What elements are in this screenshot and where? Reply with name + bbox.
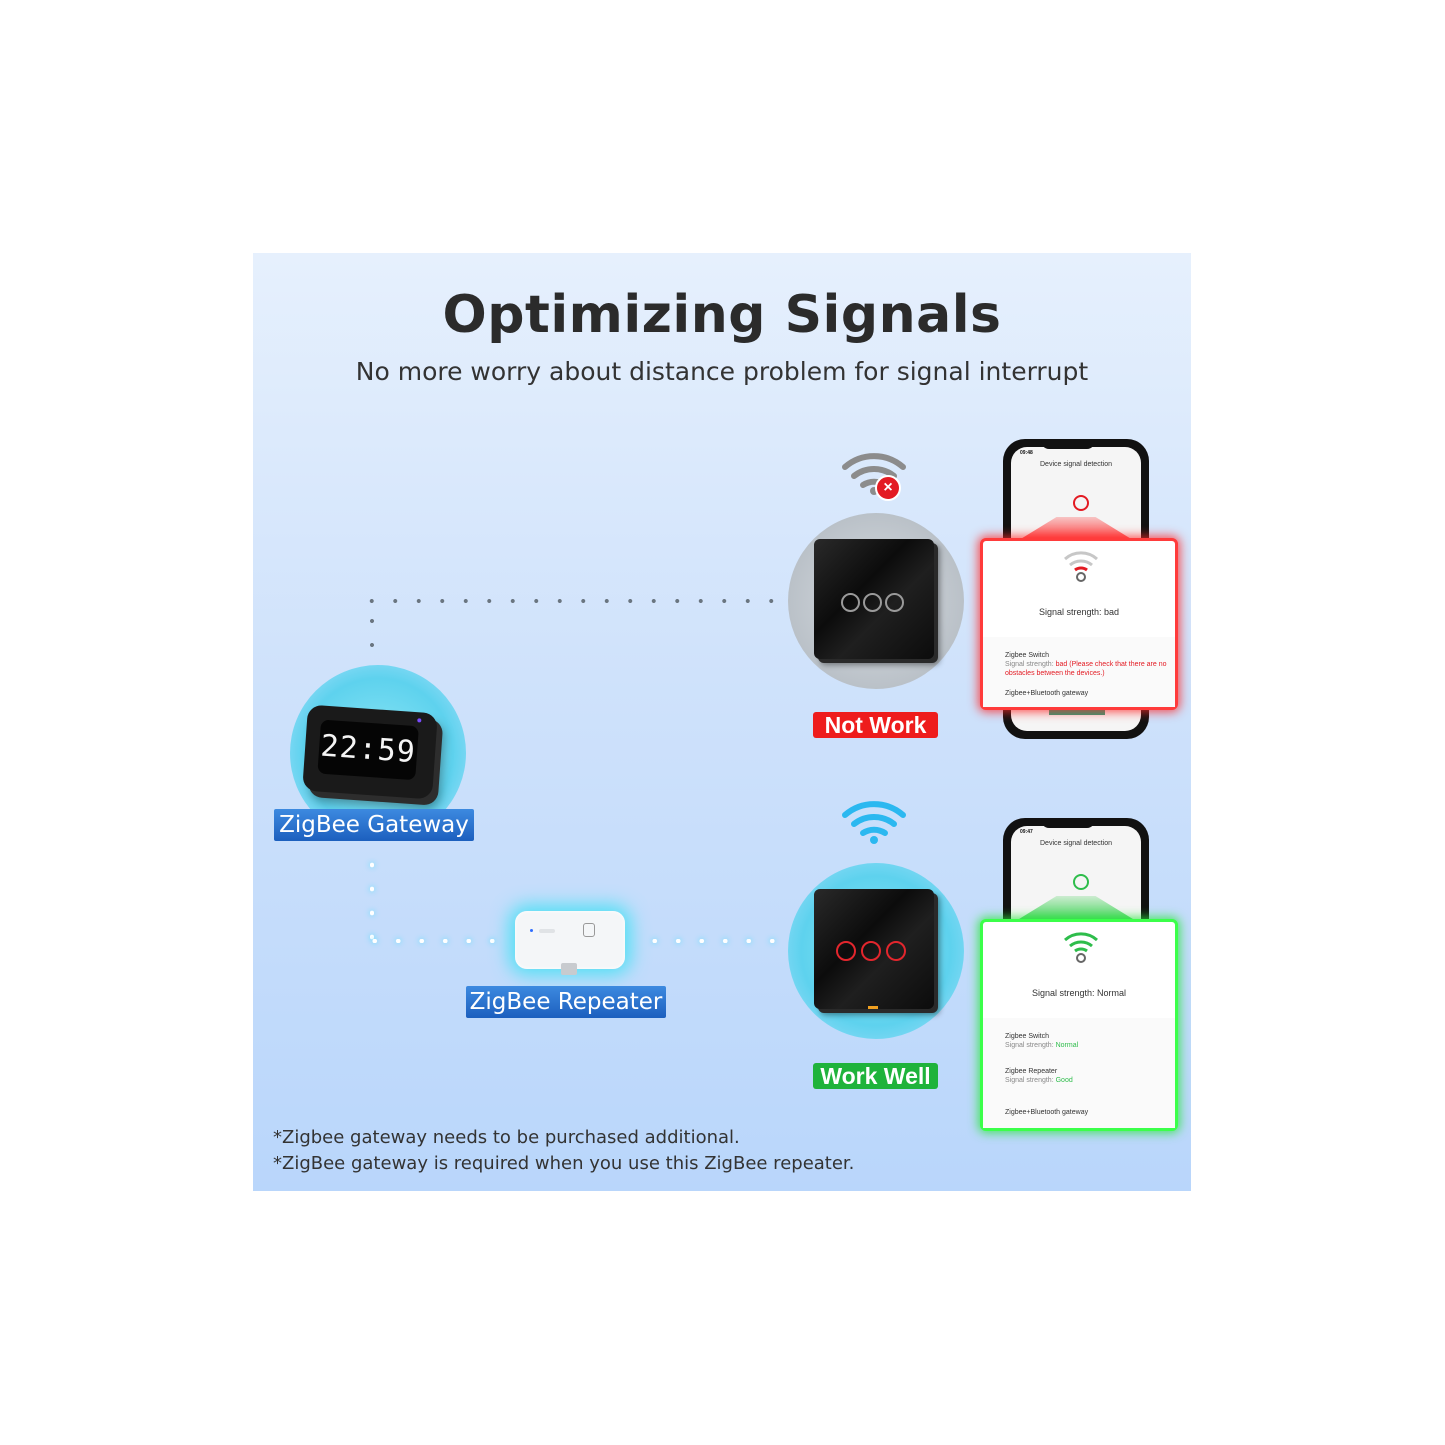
switch-bad-button-3 [885,593,904,612]
popup-bad-signal-text: Signal strength: bad [1038,607,1120,617]
page-title: Optimizing Signals [442,285,1002,345]
popup-good-list-bg [983,1018,1175,1128]
repeater-zigbee-icon [583,923,595,937]
switch-bad-button-2 [863,593,882,612]
popup-good-row-2: Zigbee Repeater Signal strength: Good [1005,1067,1073,1085]
touch-switch-bad [814,539,934,659]
phone-good-header: Device signal detection [1040,840,1112,847]
dotted-path-left-upper [370,609,374,699]
wifi-good-icon [842,801,906,844]
footnote-1: *Zigbee gateway needs to be purchased ad… [273,1127,740,1148]
phone-bad-header: Device signal detection [1040,461,1112,468]
popup-good-row-2-prefix: Signal strength: [1005,1077,1054,1084]
popup-bad-row-2: Zigbee+Bluetooth gateway [1005,690,1089,697]
switch-good-button-1 [836,941,856,961]
popup-good: Signal strength: Normal Zigbee Switch Si… [980,919,1178,1131]
popup-good-row-2-title: Zigbee Repeater [1005,1068,1058,1075]
popup-bad-list-bg [983,637,1175,707]
gateway-clock: 22:59 [302,704,438,800]
repeater-button [539,929,555,933]
popup-bad-row-1-title: Zigbee Switch [1005,652,1049,659]
popup-bad: Signal strength: bad Zigbee Switch Signa… [980,538,1178,710]
dotted-path-top [360,599,800,603]
phone-good-time: 09:47 [1020,829,1033,835]
popup-good-row-1: Zigbee Switch Signal strength: Normal [1005,1032,1078,1050]
repeater-label: ZigBee Repeater [466,986,666,1018]
dotted-path-bottom-left [363,939,503,943]
dotted-path-left-lower [370,853,374,945]
phone-bad-signal-icon [1073,495,1089,511]
gateway-led [417,718,422,723]
popup-bad-row-1: Zigbee Switch Signal strength: bad (Plea… [1005,651,1169,678]
popup-good-row-1-title: Zigbee Switch [1005,1033,1049,1040]
phone-good-signal-icon [1073,874,1089,890]
footnote-2: *ZigBee gateway is required when you use… [273,1153,855,1174]
repeater-led [530,929,533,932]
switch-good-indicator [868,1006,878,1009]
switch-good-button-3 [886,941,906,961]
touch-switch-good [814,889,934,1009]
promo-panel: Optimizing Signals No more worry about d… [253,253,1191,1191]
switch-good-button-2 [861,941,881,961]
status-work-well: Work Well [813,1063,938,1089]
popup-bad-row-1-value: bad (Please check that there are no obst… [1005,661,1167,677]
switch-bad-button-1 [841,593,860,612]
popup-good-wifi-icon [1064,932,1098,963]
gateway-display: 22:59 [317,719,419,781]
popup-bad-row-1-prefix: Signal strength: [1005,661,1054,668]
gateway-label: ZigBee Gateway [274,809,474,841]
popup-good-signal-text: Signal strength: Normal [1031,988,1127,998]
popup-good-row-1-value: Normal [1055,1042,1079,1049]
popup-bad-wifi-icon [1064,551,1098,582]
status-not-work: Not Work [813,712,938,738]
popup-good-row-2-value: Good [1055,1077,1073,1084]
dotted-path-bottom-right [643,939,783,943]
phone-bad-time: 09:48 [1020,450,1033,456]
popup-good-row-1-prefix: Signal strength: [1005,1042,1054,1049]
repeater-usb-plug [561,963,577,975]
popup-good-row-3: Zigbee+Bluetooth gateway [1005,1109,1089,1116]
error-x-icon: × [875,475,901,501]
page-subtitle: No more worry about distance problem for… [355,357,1089,386]
repeater-device [515,911,625,975]
